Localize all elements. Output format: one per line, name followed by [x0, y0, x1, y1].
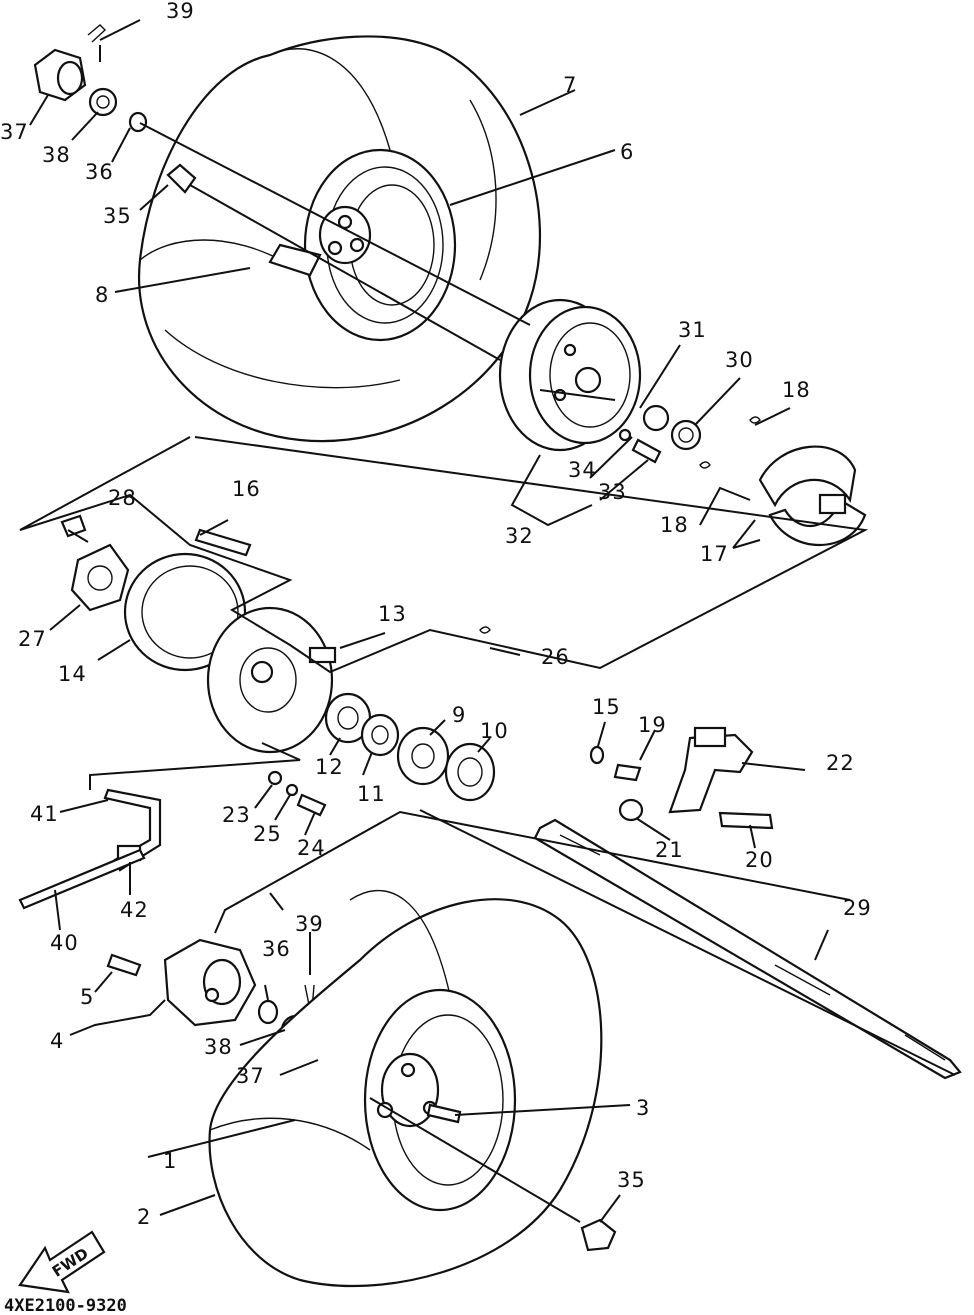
- nut-35-lower: [580, 1218, 617, 1252]
- label-31: 31: [678, 318, 707, 342]
- label-32: 32: [505, 524, 534, 548]
- nut-21: [618, 798, 644, 822]
- label-7: 7: [563, 73, 577, 97]
- brake-shoes: [758, 445, 867, 546]
- label-41: 41: [30, 802, 59, 826]
- label-36-lower: 36: [262, 937, 291, 961]
- label-5: 5: [80, 985, 94, 1009]
- label-15: 15: [592, 695, 621, 719]
- label-19: 19: [638, 713, 667, 737]
- label-34: 34: [568, 458, 597, 482]
- washer-36-upper: [128, 111, 148, 133]
- seal-ring-14: [123, 552, 247, 672]
- bearing-30: [670, 419, 702, 451]
- label-10: 10: [480, 719, 509, 743]
- label-23: 23: [222, 803, 251, 827]
- clip-15: [589, 745, 605, 765]
- bolt-33: [631, 438, 662, 464]
- label-25: 25: [253, 822, 282, 846]
- label-38-upper: 38: [42, 143, 71, 167]
- label-39-lower: 39: [295, 912, 324, 936]
- collar-11: [360, 713, 400, 757]
- label-12: 12: [315, 755, 344, 779]
- label-27: 27: [18, 627, 47, 651]
- label-28: 28: [108, 486, 137, 510]
- part-labels: 1 2 3 4 5 6 7 8 9 10 11 12 13 14 15 16 1…: [0, 0, 872, 1229]
- label-37-lower: 37: [236, 1064, 265, 1088]
- label-29: 29: [843, 896, 872, 920]
- label-40: 40: [50, 931, 79, 955]
- label-6: 6: [620, 140, 634, 164]
- label-2: 2: [137, 1205, 151, 1229]
- leader-lines: [19, 19, 956, 1223]
- oil-seal-10: [444, 742, 496, 802]
- label-16: 16: [232, 477, 261, 501]
- label-26: 26: [541, 645, 570, 669]
- fwd-arrow: FWD: [18, 1230, 106, 1294]
- stud-3: [426, 1103, 462, 1124]
- label-39-upper: 39: [166, 0, 195, 23]
- lower-wheel-rim: [363, 988, 517, 1212]
- label-33: 33: [598, 480, 627, 504]
- bolt-24: [296, 793, 327, 817]
- bolt-5: [106, 953, 142, 977]
- washer-23: [267, 770, 283, 786]
- collar-35-upper: [166, 163, 197, 194]
- label-1: 1: [163, 1149, 177, 1173]
- brake-drum: [498, 298, 642, 452]
- label-9: 9: [452, 703, 466, 727]
- cotter-pin-39-upper: [87, 24, 107, 43]
- label-14: 14: [58, 662, 87, 686]
- label-18-upper: 18: [782, 378, 811, 402]
- label-20: 20: [745, 848, 774, 872]
- label-8: 8: [95, 283, 109, 307]
- label-11: 11: [357, 782, 386, 806]
- bearing-12: [324, 692, 372, 744]
- spring-26: [479, 626, 491, 634]
- label-35-lower: 35: [617, 1168, 646, 1192]
- label-21: 21: [655, 838, 684, 862]
- washer-25: [285, 783, 299, 797]
- hub-4: [163, 938, 257, 1027]
- washer-34: [618, 428, 632, 442]
- label-22: 22: [826, 751, 855, 775]
- label-35-upper: 35: [103, 204, 132, 228]
- label-36-upper: 36: [85, 160, 114, 184]
- label-18-lower: 18: [660, 513, 689, 537]
- cap-nut-37-upper: [33, 48, 87, 102]
- label-24: 24: [297, 836, 326, 860]
- label-30: 30: [725, 348, 754, 372]
- label-4: 4: [50, 1029, 64, 1053]
- brake-plate-13: [206, 606, 337, 754]
- spring-18-upper: [749, 416, 761, 424]
- bolt-20: [718, 811, 774, 830]
- label-37-upper: 37: [0, 120, 29, 144]
- caliper-arm-22: [668, 726, 754, 814]
- plate-27: [70, 543, 130, 612]
- nut-38-upper: [88, 87, 118, 117]
- bearing-9: [396, 726, 450, 786]
- plate-19: [613, 763, 642, 782]
- label-13: 13: [378, 602, 407, 626]
- label-3: 3: [636, 1096, 650, 1120]
- upper-wheel-rim: [268, 148, 457, 342]
- diagram-code: 4XE2100-9320: [4, 1296, 127, 1315]
- rod-40: [18, 848, 146, 910]
- spring-18-lower: [699, 461, 711, 469]
- label-17: 17: [700, 542, 729, 566]
- bolt-16: [194, 528, 252, 557]
- label-38-lower: 38: [204, 1035, 233, 1059]
- washer-36-lower: [257, 999, 279, 1025]
- label-42: 42: [120, 898, 149, 922]
- o-ring-31: [642, 404, 670, 432]
